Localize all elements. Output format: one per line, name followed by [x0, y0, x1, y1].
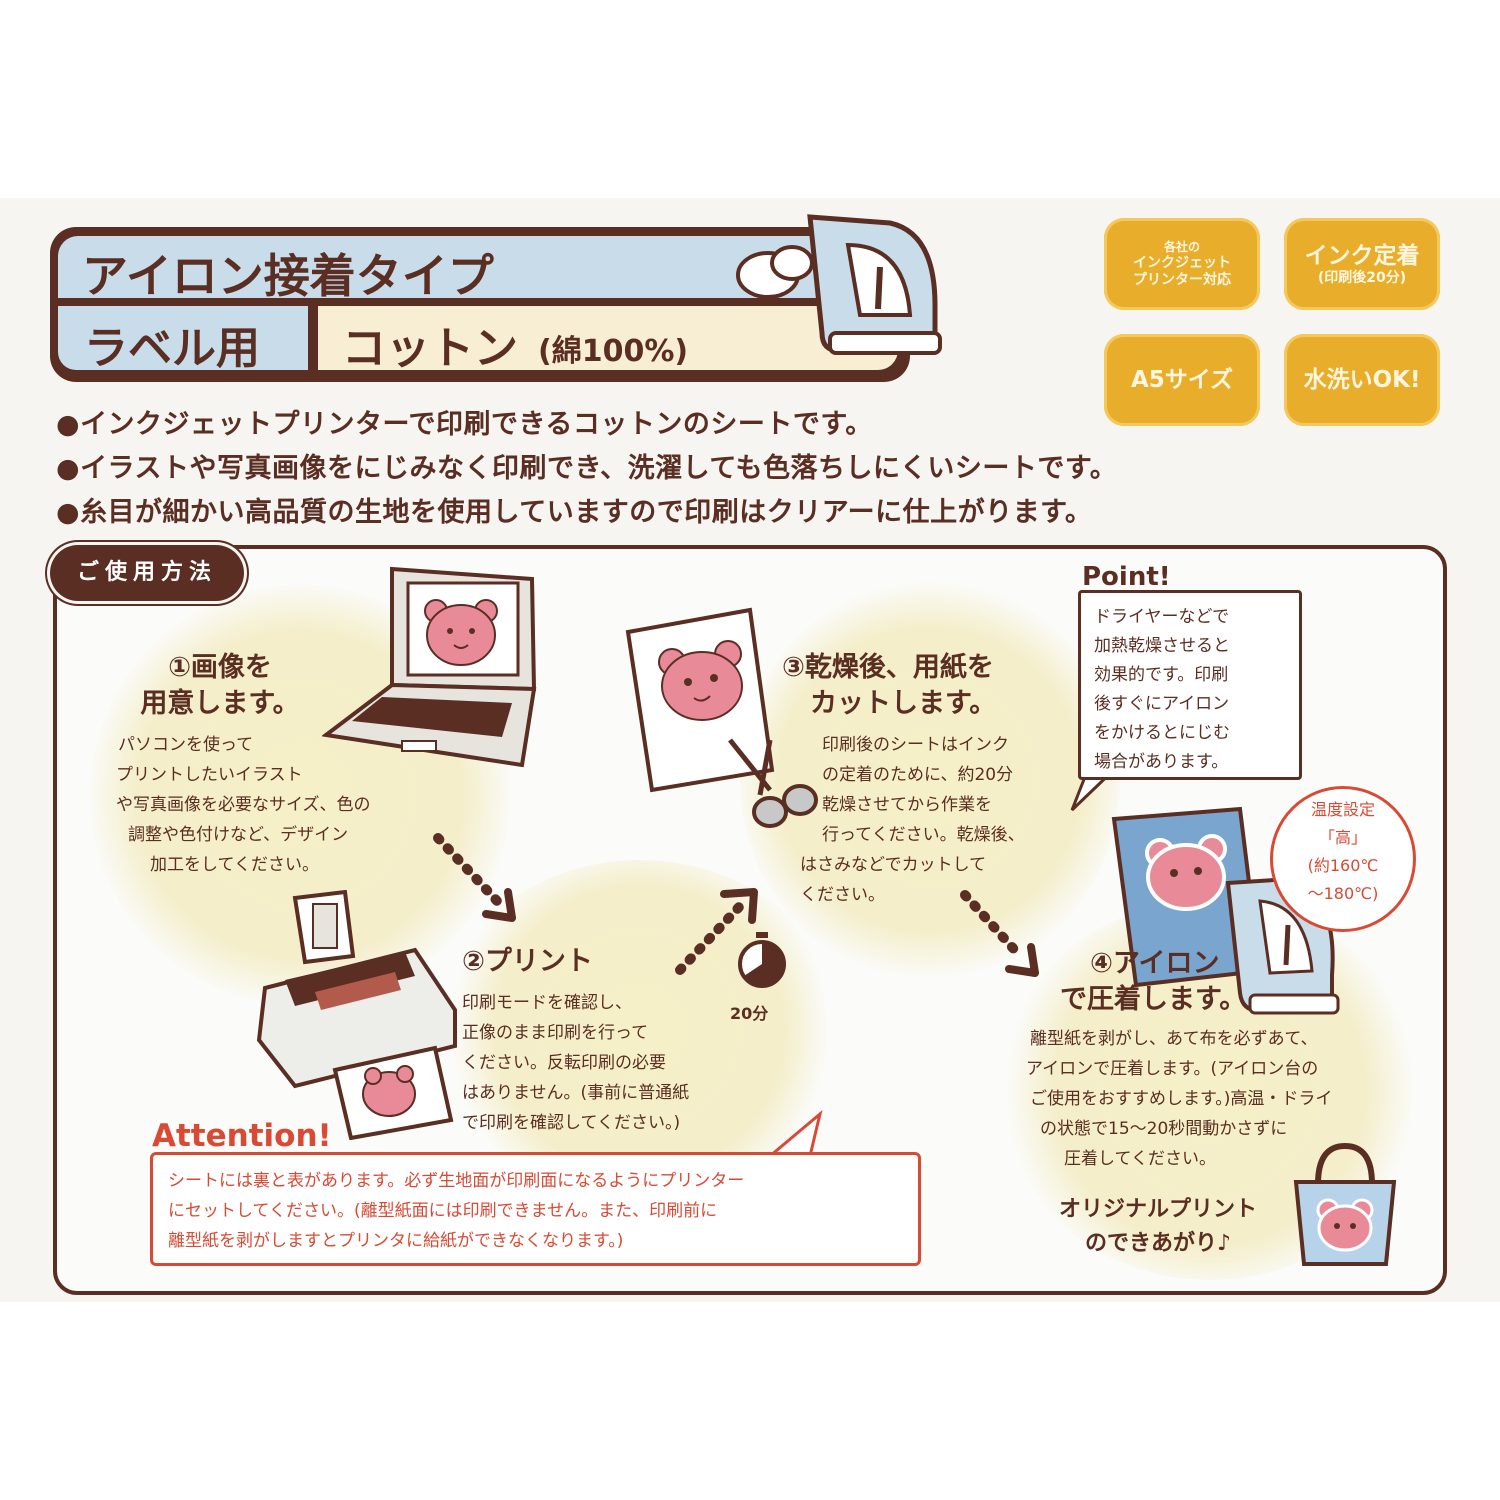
iron-steam-icon [736, 214, 942, 355]
badge-washable: 水洗いOK! [1284, 334, 1440, 426]
step1-body-4: 調整や色付けなど、デザイン [128, 825, 349, 845]
howto-label: ご使用方法 [50, 545, 244, 601]
arrow-dotted-3 [960, 890, 1039, 977]
final-line-1: オリジナルプリント [1058, 1197, 1257, 1222]
point-line-5: をかけるとにじむ [1094, 723, 1230, 743]
step4-title-line2: で圧着します。 [1060, 984, 1247, 1015]
point-line-3: 効果的です。印刷 [1094, 665, 1229, 685]
step1-title-line2: 用意します。 [140, 688, 300, 719]
printer-icon [256, 890, 457, 1140]
temperature-text: 温度設定 「高」 (約160℃ 〜180℃) [1270, 796, 1416, 908]
step4-body-1: 離型紙を剥がし、あて布を必ずあて、 [1030, 1029, 1318, 1049]
step3-body-6: ください。 [800, 885, 885, 905]
step1-title-line1: ①画像を [168, 652, 272, 683]
step3-body-1: 印刷後のシートはインク [822, 735, 1009, 755]
badge-ink-fix: インク定着 (印刷後20分) [1284, 218, 1440, 310]
point-line-2: 加熱乾燥させると [1094, 636, 1230, 656]
bullet-3: 糸目が細かい高品質の生地を使用していますので印刷はクリアーに仕上がります。 [56, 490, 1092, 529]
step3-body-2: の定着のために、約20分 [822, 765, 1014, 785]
sheet-scissors-icon [625, 607, 818, 828]
step1-body-1: パソコンを使って [118, 735, 254, 755]
arrow-dotted-1 [433, 833, 516, 922]
attention-line-2: にセットしてください。(離型紙面には印刷できません。また、印刷前に [168, 1201, 718, 1221]
badge-a5-size: A5サイズ [1104, 334, 1260, 426]
step4-body-3: ご使用をおすすめします。)高温・ドライ [1030, 1089, 1333, 1109]
step2-body-1: 印刷モードを確認し、 [462, 993, 632, 1013]
header-label-tag: ラベル用 [84, 323, 260, 374]
attention-body: シートには裏と表があります。必ず生地面が印刷面になるようにプリンター にセットし… [168, 1166, 744, 1256]
point-line-6: 場合があります。 [1094, 752, 1229, 772]
step3-body-3: 乾燥させてから作業を [822, 795, 992, 815]
tote-bag-icon [1293, 1142, 1397, 1266]
header-material-note: (綿100%) [538, 334, 689, 369]
step1-body-5: 加工をしてください。 [150, 855, 319, 875]
header-label-band [58, 306, 308, 370]
step2-body-4: はありません。(事前に普通紙 [462, 1083, 690, 1103]
point-line-1: ドライヤーなどで [1094, 607, 1230, 627]
final-line-2: のできあがり♪ [1084, 1231, 1232, 1256]
attention-line-3: 離型紙を剥がしますとプリンタに給紙ができなくなります。) [168, 1231, 624, 1251]
step3-body-4: 行ってください。乾燥後、 [822, 825, 1025, 845]
header-title: アイロン接着タイプ [82, 249, 494, 303]
glow-step3 [740, 580, 1120, 980]
attention-box [150, 1152, 921, 1266]
temperature-badge [1270, 786, 1416, 932]
temperature-line-4: 〜180℃) [1307, 884, 1379, 903]
step2-body-5: で印刷を確認してください。) [462, 1113, 681, 1133]
header-material-band [318, 306, 898, 370]
temperature-line-2: 「高」 [1318, 828, 1367, 847]
step4-body-4: の状態で15〜20秒間動かさずに [1040, 1119, 1288, 1139]
step3-body-5: はさみなどでカットして [800, 855, 987, 875]
step4-body-2: アイロンで圧着します。(アイロン台の [1026, 1059, 1319, 1079]
point-box [1078, 590, 1302, 780]
step3-title-line2: カットします。 [810, 688, 997, 719]
bullet-2: イラストや写真画像をにじみなく印刷でき、洗濯しても色落ちしにくいシートです。 [56, 446, 1117, 485]
attention-title: Attention! [152, 1118, 332, 1154]
step2-title: ②プリント [462, 946, 593, 977]
step2-body-3: ください。反転印刷の必要 [462, 1053, 666, 1073]
step1-body-3: や写真画像を必要なサイズ、色の [116, 795, 371, 815]
badge-inkjet-compatible: 各社の インクジェット プリンター対応 [1104, 218, 1260, 310]
fabric-iron-icon [1111, 806, 1340, 1015]
point-line-4: 後すぐにアイロン [1094, 694, 1230, 714]
step4-body-5: 圧着してください。 [1064, 1149, 1216, 1169]
laptop-icon [322, 566, 537, 768]
header-title-band [58, 236, 848, 298]
timer-label: 20分 [730, 1004, 769, 1023]
arrow-dotted-2 [675, 888, 758, 975]
step4-title-line1: ④アイロン [1090, 948, 1220, 979]
bullet-1: インクジェットプリンターで印刷できるコットンのシートです。 [56, 402, 873, 441]
step1-body-2: プリントしたいイラスト [116, 765, 303, 785]
point-body: ドライヤーなどで 加熱乾燥させると 効果的です。印刷 後すぐにアイロン をかける… [1094, 603, 1230, 777]
attention-line-1: シートには裏と表があります。必ず生地面が印刷面になるようにプリンター [168, 1171, 745, 1191]
temperature-line-1: 温度設定 [1310, 800, 1375, 819]
timer-icon [738, 932, 786, 988]
step3-title-line1: ③乾燥後、用紙を [782, 652, 994, 683]
final-caption: オリジナルプリント のできあがり♪ [1018, 1193, 1298, 1261]
point-title: Point! [1082, 562, 1171, 592]
step2-body-2: 正像のまま印刷を行って [462, 1023, 649, 1043]
header-material: コットン [342, 323, 518, 374]
temperature-line-3: (約160℃ [1307, 856, 1379, 875]
